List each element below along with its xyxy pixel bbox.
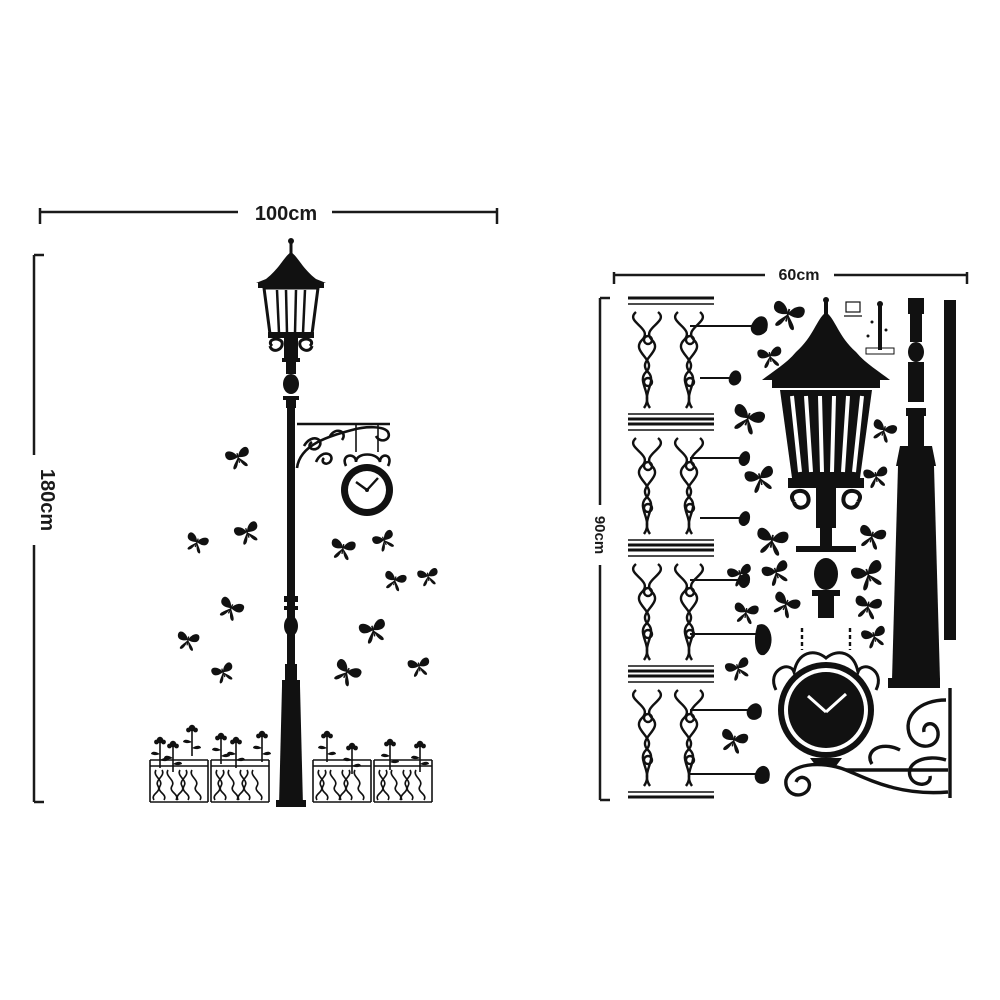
- left-width-dimension: [38, 208, 499, 224]
- right-height-dimension: [598, 296, 610, 802]
- left-width-label: 100cm: [255, 203, 317, 225]
- lamp-post-base-icon: [888, 298, 940, 688]
- butterfly-group-left: [175, 446, 440, 690]
- scroll-bracket-icon: [295, 422, 391, 469]
- hanging-clock-icon: [341, 453, 393, 516]
- left-height-label: 180cm: [36, 469, 58, 531]
- right-width-label: 60cm: [779, 267, 820, 284]
- flower-stems-right: [690, 316, 772, 784]
- thumbnail-preview-icon: [844, 301, 895, 355]
- scroll-bracket-large-icon: [784, 688, 952, 798]
- pole-segment-icon: [944, 300, 956, 640]
- right-height-label: 90cm: [591, 516, 608, 554]
- ornamental-fence-strip: [626, 296, 716, 799]
- right-width-dimension: [612, 272, 969, 284]
- street-lamp-icon: [256, 238, 326, 807]
- left-height-dimension: [32, 253, 44, 804]
- street-lamp-head-icon: [762, 297, 890, 618]
- hanging-clock-large-icon: [772, 628, 880, 766]
